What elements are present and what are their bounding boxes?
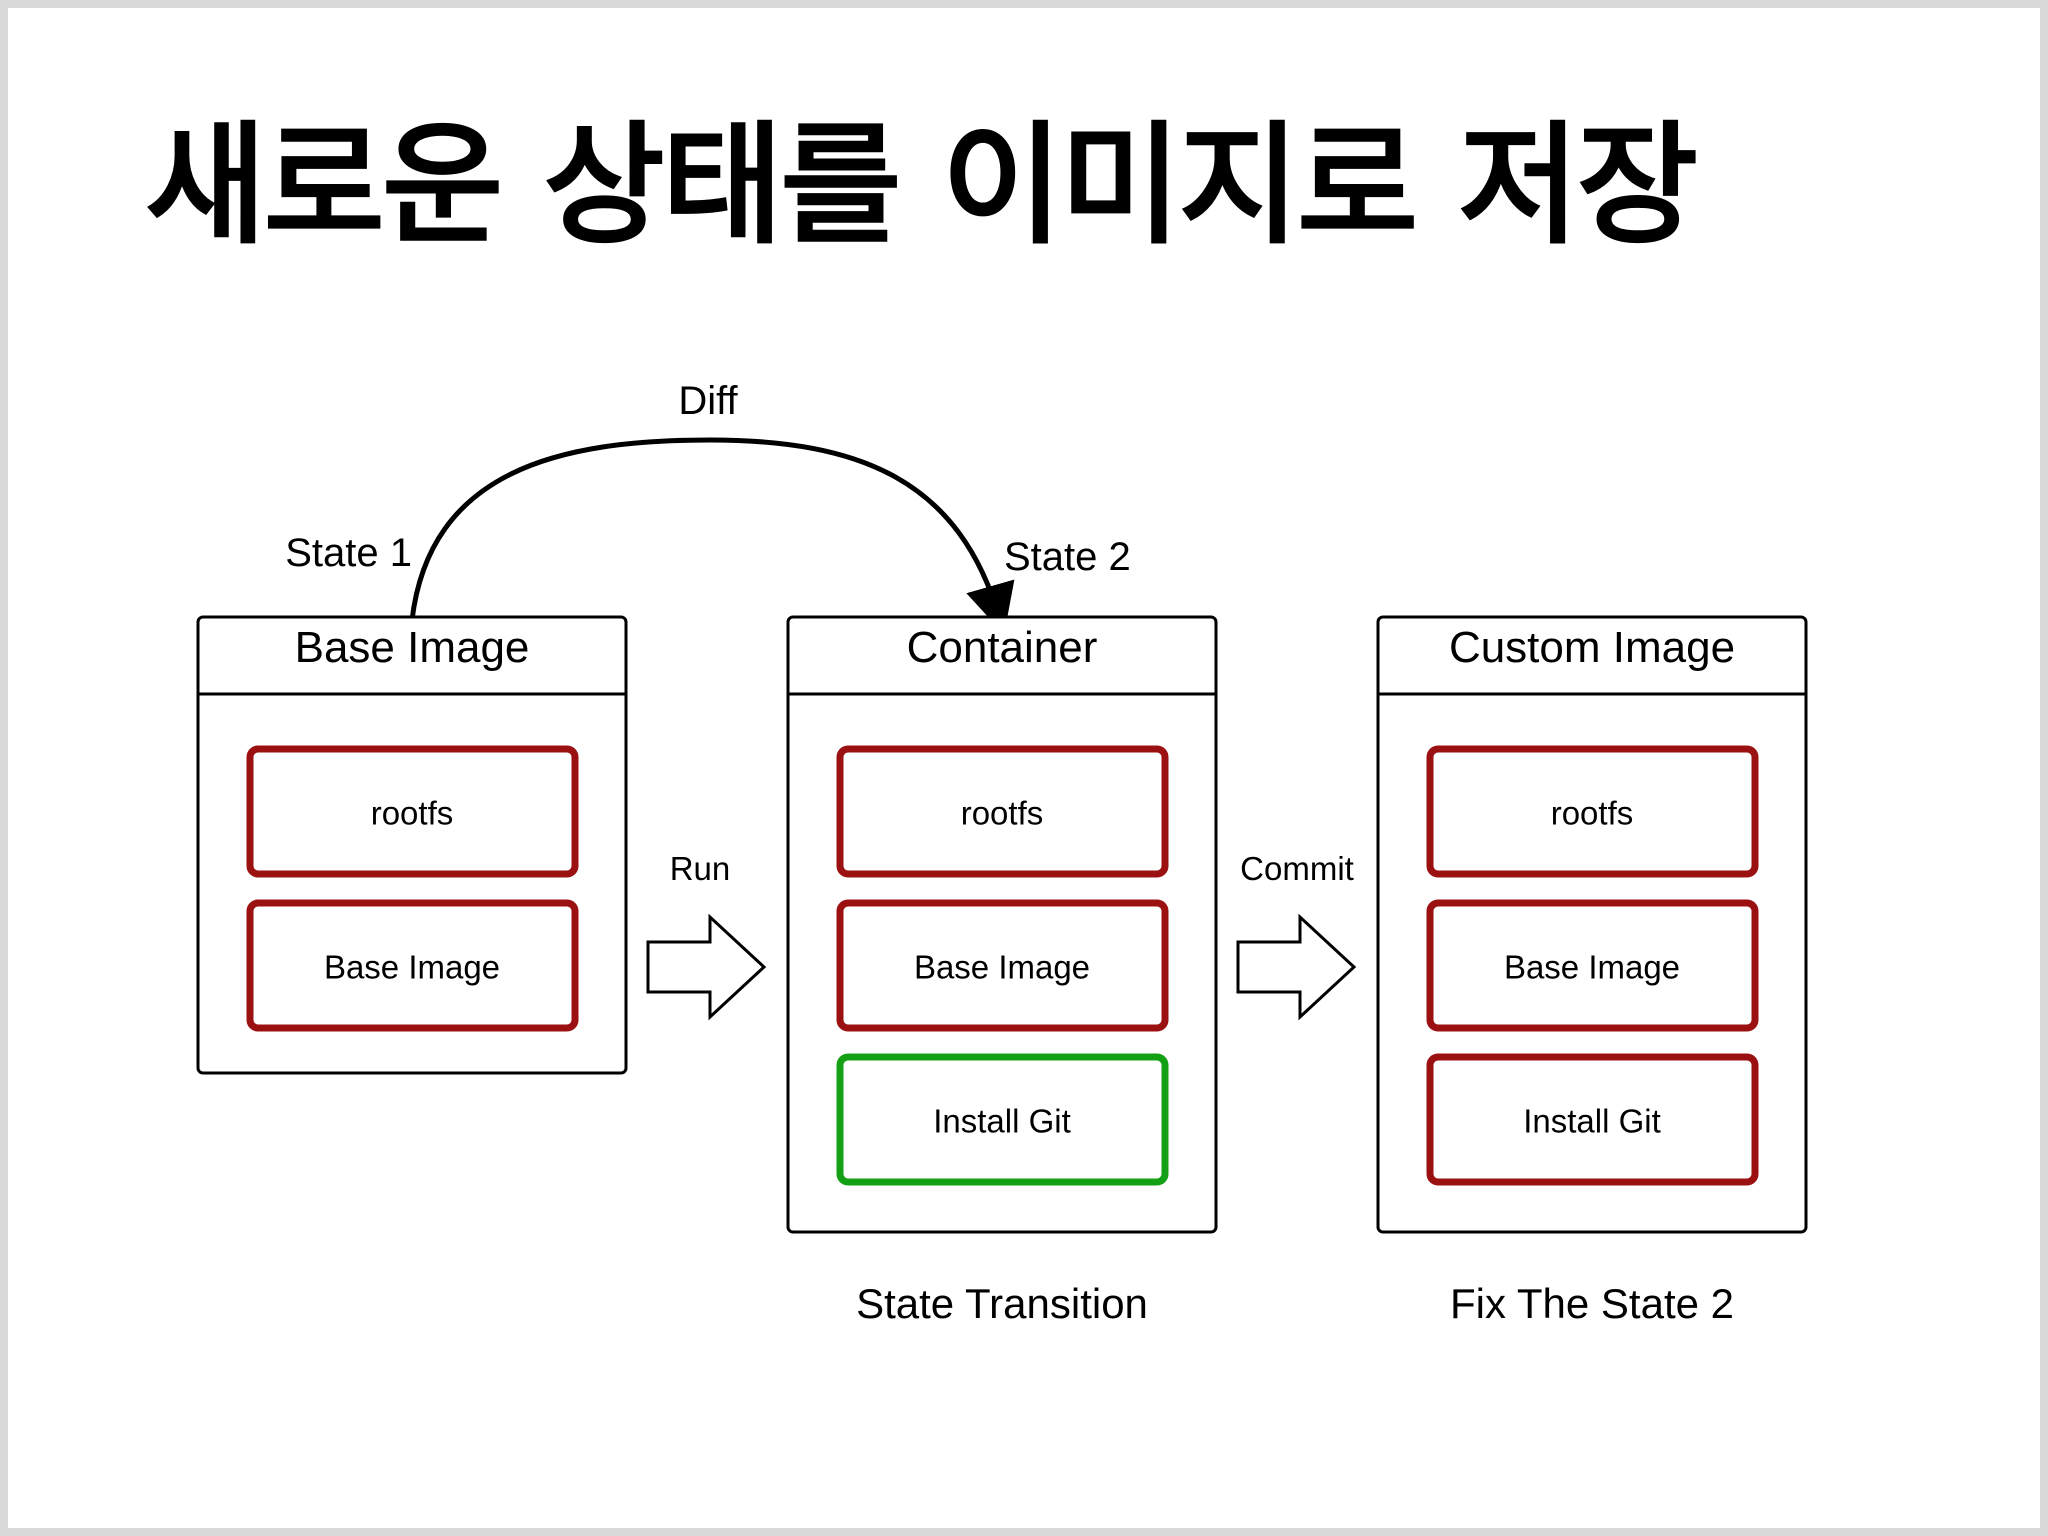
layer-box	[1426, 745, 1759, 878]
box-header: Container	[907, 623, 1098, 672]
diff-label: Diff	[678, 379, 738, 423]
layer-label: Base Image	[914, 949, 1090, 986]
layer-box	[1426, 1053, 1759, 1186]
box-caption: State Transition	[856, 1280, 1148, 1327]
box-base-image: Base Image rootfs Base Image	[196, 615, 628, 1075]
box-caption: Fix The State 2	[1450, 1280, 1734, 1327]
box-container: Container rootfs Base Image Install Git	[786, 615, 1218, 1234]
layer-box	[836, 899, 1169, 1032]
right-arrow-icon	[1236, 913, 1357, 1021]
box-header: Custom Image	[1449, 623, 1735, 672]
state-1-label: State 1	[285, 531, 412, 575]
layer-box	[246, 745, 579, 878]
layer-label: rootfs	[371, 795, 454, 832]
layer-box-new	[836, 1053, 1169, 1186]
diff-arrow	[409, 437, 1015, 635]
right-arrow-icon	[646, 913, 767, 1021]
layer-box	[246, 899, 579, 1032]
slide-title: 새로운 상태를 이미지로 저장	[145, 109, 1698, 263]
layer-label: Install Git	[933, 1103, 1071, 1140]
layer-label: rootfs	[961, 795, 1044, 832]
run-transition: Run	[646, 850, 767, 1021]
run-label: Run	[670, 850, 731, 887]
box-header: Base Image	[295, 623, 530, 672]
layer-label: Base Image	[1504, 949, 1680, 986]
state-2-label: State 2	[1004, 535, 1131, 579]
commit-transition: Commit	[1236, 850, 1357, 1021]
commit-label: Commit	[1240, 850, 1354, 887]
layer-label: Base Image	[324, 949, 500, 986]
layer-label: rootfs	[1551, 795, 1634, 832]
box-custom-image: Custom Image rootfs Base Image Install G…	[1376, 615, 1808, 1234]
layer-box	[836, 745, 1169, 878]
layer-label: Install Git	[1523, 1103, 1661, 1140]
layer-box	[1426, 899, 1759, 1032]
